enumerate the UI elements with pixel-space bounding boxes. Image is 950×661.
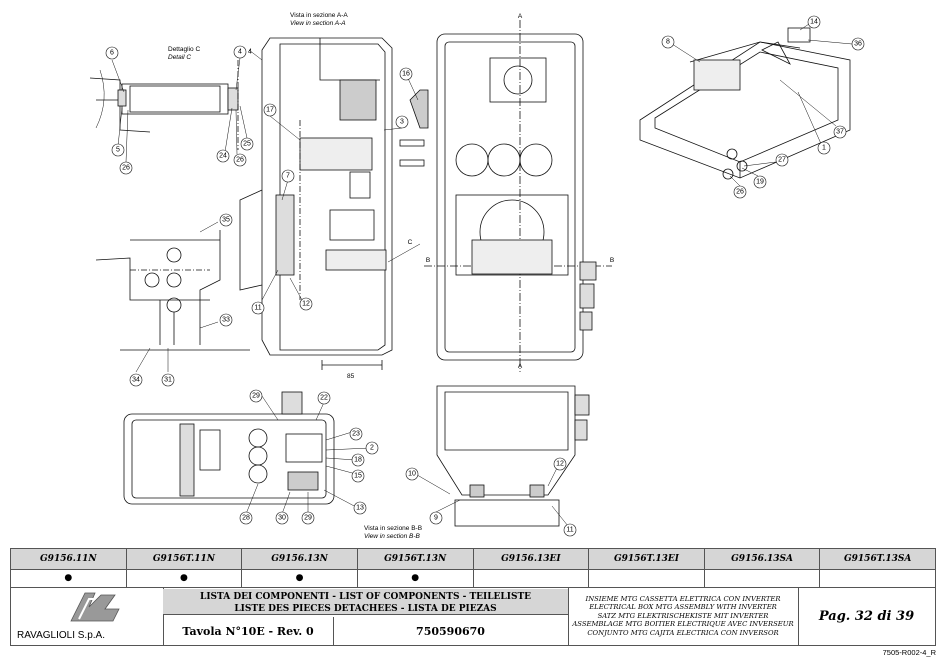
applicability-mark	[474, 569, 590, 587]
balloon-number: 33	[222, 317, 230, 324]
isometric-view	[639, 27, 851, 180]
balloon-number: 26	[122, 165, 130, 172]
open-box-view	[123, 391, 335, 505]
balloon-number: 26	[236, 157, 244, 164]
balloon-number: 37	[836, 129, 844, 136]
balloon-number: 8	[666, 39, 670, 46]
assembly-line: SATZ MTG ELEKTRISCHEKISTE MIT INVERTER	[597, 611, 769, 620]
balloon-number: 4	[238, 49, 242, 56]
balloon-number: 1	[822, 145, 826, 152]
balloon-number: 4	[248, 49, 252, 56]
drawing-code: 750590670	[416, 624, 485, 638]
front-view	[424, 20, 612, 372]
balloon-number: 30	[278, 515, 286, 522]
component-list-title: LISTA DEI COMPONENTI - LIST OF COMPONENT…	[163, 589, 568, 615]
dimension-85: 85	[347, 373, 355, 380]
balloon-number: 34	[132, 377, 140, 384]
balloon-number: 11	[566, 527, 573, 534]
balloon-number: 29	[252, 393, 260, 400]
model-code: G9156.13EI	[474, 549, 590, 569]
balloon-labels: 6 4 5 26 24 25 26 4 3 17 7 11 12 16 35 33 34 31 14 8 36 37 1 27…	[110, 19, 862, 534]
technical-drawing: 6 4 5 26 24 25 26 4 3 17 7 11 12 16 35 33 34 31 14 8 36 37 1 27…	[89, 12, 865, 540]
balloon-number: 5	[116, 147, 120, 154]
applicability-row: ● ● ● ●	[11, 569, 935, 588]
balloon-number: 16	[402, 71, 410, 78]
section-bb-label-it: Vista in sezione B-B	[364, 525, 422, 532]
section-letter-b-left: B	[426, 257, 430, 264]
assembly-line: ASSEMBLAGE MTG BOITIER ELECTRIQUE AVEC I…	[572, 620, 794, 629]
section-aa-label-it: Vista in sezione A-A	[290, 12, 348, 19]
balloon-number: 18	[354, 457, 362, 464]
assembly-line: CONJUNTO MTG CAJITA ELECTRICA CON INVERS…	[587, 628, 779, 637]
applicability-mark: ●	[242, 569, 358, 587]
balloon-number: 36	[854, 41, 862, 48]
title-block: G9156.11N G9156T.11N G9156.13N G9156T.13…	[10, 548, 936, 646]
balloon-number: 19	[756, 179, 764, 186]
balloon-number: 28	[242, 515, 250, 522]
assembly-line: INSIEME MTG CASSETTA ELETTRICA CON INVER…	[585, 594, 781, 603]
component-list-block: LISTA DEI COMPONENTI - LIST OF COMPONENT…	[163, 587, 569, 645]
cable-gland-detail	[95, 230, 250, 351]
applicability-mark: ●	[11, 569, 127, 587]
balloon-number: 6	[110, 50, 114, 57]
balloon-number: 35	[222, 217, 230, 224]
model-code: G9156.13SA	[705, 549, 821, 569]
balloon-number: 25	[243, 141, 251, 148]
balloon-number: 17	[266, 107, 274, 114]
page-number: Pag. 32 di 39	[818, 608, 915, 624]
detail-c-label-it: Dettaglio C	[168, 46, 200, 53]
model-code: G9156T.13SA	[843, 554, 912, 564]
balloon-number: 9	[434, 515, 438, 522]
model-code: G9156T.13EI	[589, 549, 705, 569]
model-code: G9156T.11N	[127, 549, 243, 569]
balloon-number: 12	[556, 461, 564, 468]
balloon-number: 12	[302, 301, 310, 308]
balloon-number: 14	[810, 19, 818, 26]
list-title-line-2: LISTE DES PIECES DETACHEES - LISTA DE PI…	[234, 604, 497, 614]
balloon-number: 22	[320, 395, 328, 402]
list-title-line-1: LISTA DEI COMPONENTI - LIST OF COMPONENT…	[199, 592, 532, 602]
balloon-number: 27	[778, 157, 786, 164]
model-code: G9156.13N	[242, 549, 358, 569]
section-bb-label-en: View in section B-B	[364, 533, 421, 540]
balloon-number: 10	[408, 471, 416, 478]
document-reference: 7505-R002-4_R	[882, 648, 936, 657]
applicability-mark: ●	[358, 569, 474, 587]
section-letter-b-right: B	[610, 257, 614, 264]
section-aa-label-en: View in section A-A	[290, 20, 346, 27]
company-name: RAVAGLIOLI S.p.A.	[17, 630, 105, 641]
assembly-description: INSIEME MTG CASSETTA ELETTRICA CON INVER…	[568, 587, 799, 645]
assembly-line: ELECTRICAL BOX MTG ASSEMBLY WITH INVERTE…	[589, 603, 777, 612]
detail-c-label-en: Detail C	[168, 54, 191, 61]
balloon-number: 3	[400, 119, 404, 126]
detail-c-view	[89, 60, 239, 150]
applicability-mark: ●	[127, 569, 243, 587]
balloon-number: 24	[219, 153, 227, 160]
table-number: Tavola N°10E - Rev. 0	[163, 617, 334, 645]
ravaglioli-logo-icon	[70, 592, 120, 622]
section-letter-a-top: A	[518, 13, 523, 20]
section-aa-view	[239, 37, 429, 370]
model-codes-row: G9156.11N G9156T.11N G9156.13N G9156T.13…	[11, 549, 935, 570]
company-logo: RAVAGLIOLI S.p.A.	[11, 587, 164, 645]
applicability-mark	[589, 569, 705, 587]
model-code: G9156T.13N	[358, 549, 474, 569]
balloon-number: 7	[286, 173, 290, 180]
model-code: G9156.11N	[11, 549, 127, 569]
balloon-number: 11	[254, 305, 261, 312]
balloon-number: 15	[354, 473, 362, 480]
balloon-number: 26	[736, 189, 744, 196]
section-bb-view	[436, 385, 590, 527]
balloon-number: 13	[356, 505, 364, 512]
balloon-number: 29	[304, 515, 312, 522]
applicability-mark	[705, 569, 821, 587]
section-letter-c: C	[408, 239, 413, 246]
balloon-number: 2	[370, 445, 374, 452]
balloon-number: 31	[164, 377, 172, 384]
section-letter-a-bottom: A	[518, 363, 523, 370]
applicability-mark	[820, 569, 935, 587]
balloon-number: 23	[352, 431, 360, 438]
